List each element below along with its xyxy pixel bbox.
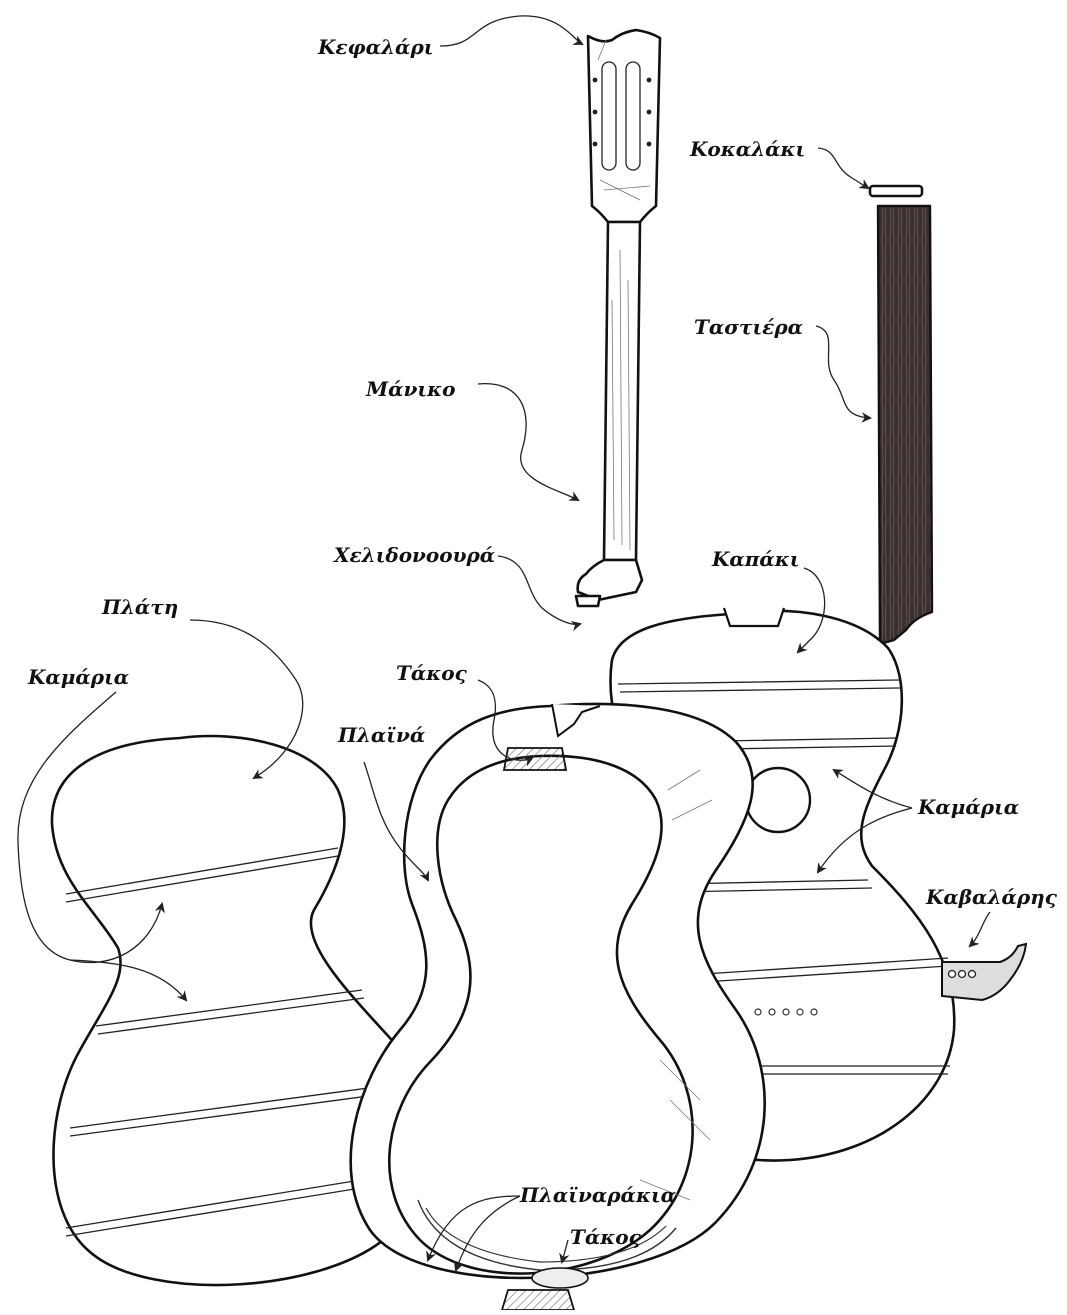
neck-drawing	[576, 30, 660, 606]
sides-drawing	[351, 704, 765, 1310]
label-top-block: Τάκος	[396, 661, 468, 685]
label-top-braces: Καμάρια	[917, 795, 1019, 819]
bottom-block-cap	[532, 1268, 588, 1288]
label-neck: Μάνικο	[365, 377, 455, 401]
label-soundboard: Καπάκι	[711, 547, 799, 571]
label-linings: Πλαϊναράκια	[519, 1183, 676, 1207]
label-bridge: Καβαλάρης	[925, 885, 1058, 909]
soundboard-neck-notch	[724, 608, 784, 626]
neck-heel	[578, 560, 642, 600]
bottom-block-piece	[502, 1290, 574, 1310]
dovetail-tab	[576, 596, 600, 606]
label-headstock: Κεφαλάρι	[317, 35, 433, 59]
bridge-pin-circles	[949, 971, 976, 978]
fretboard-piece	[878, 206, 932, 644]
label-sides: Πλαϊνά	[337, 723, 425, 747]
label-back-braces: Καμάρια	[27, 665, 129, 689]
nut-piece	[870, 186, 922, 196]
soundhole	[746, 768, 810, 832]
label-back: Πλάτη	[101, 595, 178, 619]
label-bottom-block: Τάκος	[570, 1225, 642, 1249]
label-fretboard: Ταστιέρα	[694, 315, 803, 339]
label-dovetail: Χελιδονοουρά	[332, 543, 495, 567]
label-nut: Κοκαλάκι	[689, 137, 805, 161]
